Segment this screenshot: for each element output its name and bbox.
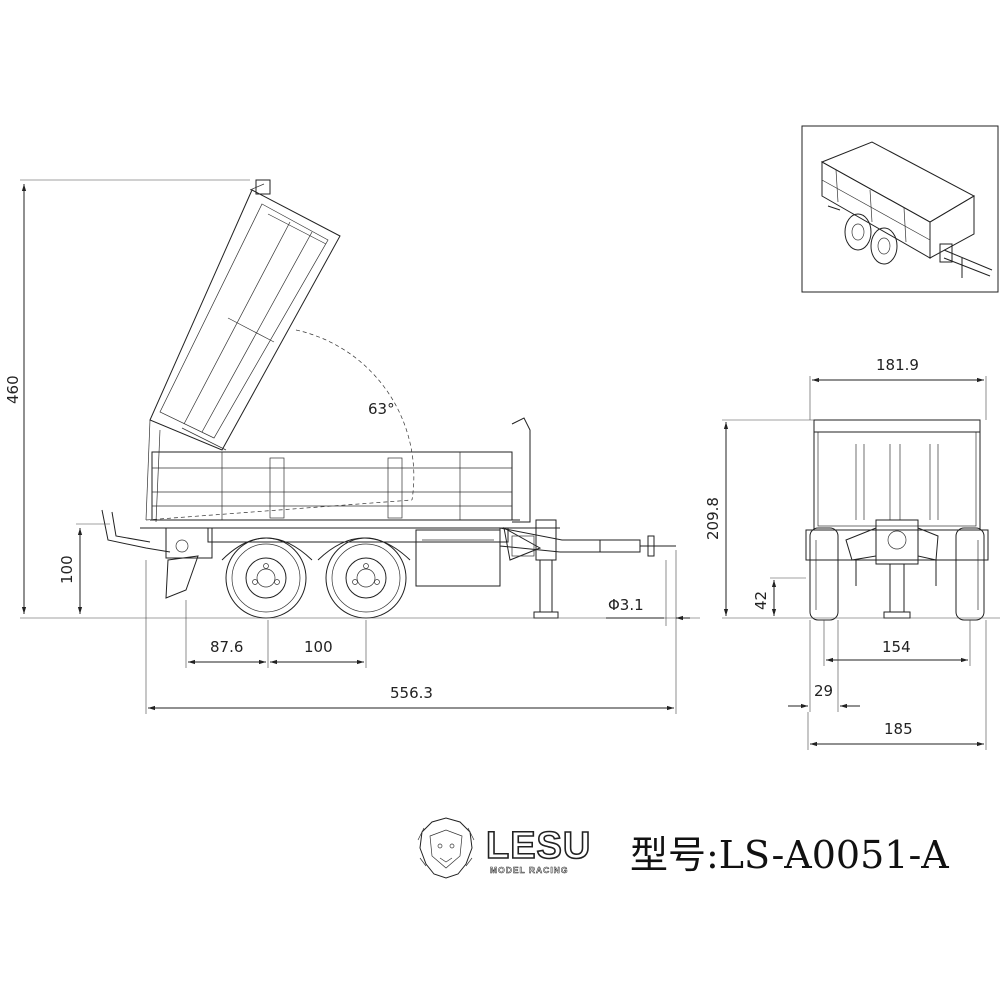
track-label: 154	[882, 638, 911, 656]
tipped-dump-body	[145, 179, 341, 523]
rear-wheel	[225, 537, 307, 619]
axle-offset-label: 87.6	[210, 638, 243, 656]
isometric-frame	[801, 125, 999, 293]
height-frame-label: 100	[58, 555, 76, 584]
dim-axles: 87.6 100	[185, 600, 367, 668]
landing-gear	[535, 519, 557, 561]
width-top-label: 181.9	[876, 356, 919, 374]
rear-hinge	[101, 509, 213, 599]
height-tipped-label: 460	[4, 375, 22, 404]
chassis	[207, 527, 509, 587]
brand-main: LESU	[486, 825, 591, 867]
angle-label: 63°	[368, 400, 395, 418]
dim-height-tipped: 460	[4, 179, 250, 614]
lion-logo-icon	[417, 817, 475, 879]
dim-height-frame: 100	[58, 523, 110, 614]
rear-view: 181.9 209.8 42 154 29	[704, 356, 1000, 750]
rear-tire-right	[955, 527, 985, 621]
dim-height-body: 209.8	[704, 419, 1000, 619]
tool-box	[415, 529, 501, 587]
drawbar	[499, 519, 676, 619]
dim-hitch-height: 42	[752, 577, 806, 616]
tipping-angle: 63°	[145, 329, 415, 521]
brand-sub: MODEL RACING	[490, 865, 568, 875]
height-body-label: 209.8	[704, 497, 722, 540]
model-number: 型号:LS-A0051-A	[630, 833, 949, 877]
tire-width-label: 29	[814, 682, 833, 700]
side-view: 63°	[4, 179, 700, 714]
hitch-height-label: 42	[752, 591, 770, 610]
dim-width-total: 185	[807, 620, 987, 750]
rear-body	[813, 419, 981, 531]
axle-spacing-label: 100	[304, 638, 333, 656]
rear-hitch	[875, 519, 919, 565]
branding: LESU MODEL RACING 型号:LS-A0051-A	[417, 817, 949, 879]
dim-width-top: 181.9	[809, 356, 987, 420]
trailer-bed	[140, 417, 560, 529]
dim-track: 154	[823, 620, 971, 666]
dim-tire-width: 29	[788, 620, 860, 712]
dim-pin-diameter: Φ3.1	[606, 560, 690, 626]
front-wheel	[325, 537, 407, 619]
rear-tire-left	[809, 527, 839, 621]
length-total-label: 556.3	[390, 684, 433, 702]
isometric-view	[801, 125, 999, 293]
pin-diameter-label: Φ3.1	[608, 596, 644, 614]
dim-length-total: 556.3	[145, 550, 677, 714]
width-total-label: 185	[884, 720, 913, 738]
